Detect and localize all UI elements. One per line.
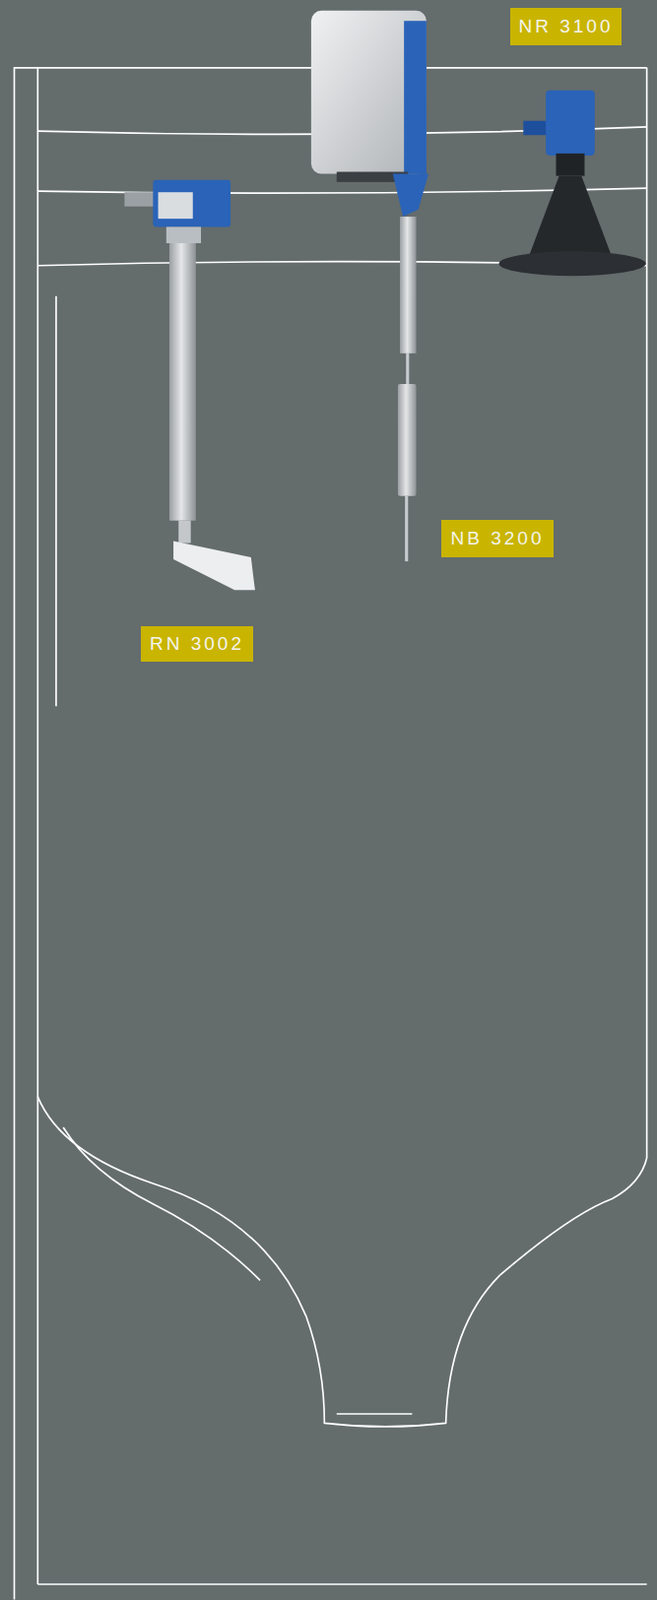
paddle-sensor	[124, 180, 256, 591]
radar-sensor	[498, 90, 646, 277]
model-name: NR 3100	[519, 15, 614, 38]
silo-outline	[14, 67, 648, 1600]
model-name: RN 3002	[149, 633, 245, 656]
model-tag: NB 3200	[441, 520, 554, 558]
plumb-sensor	[311, 10, 429, 562]
model-tag: NR 3100	[510, 7, 622, 46]
model-tag: RN 3002	[140, 626, 254, 662]
model-name: NB 3200	[451, 527, 545, 550]
